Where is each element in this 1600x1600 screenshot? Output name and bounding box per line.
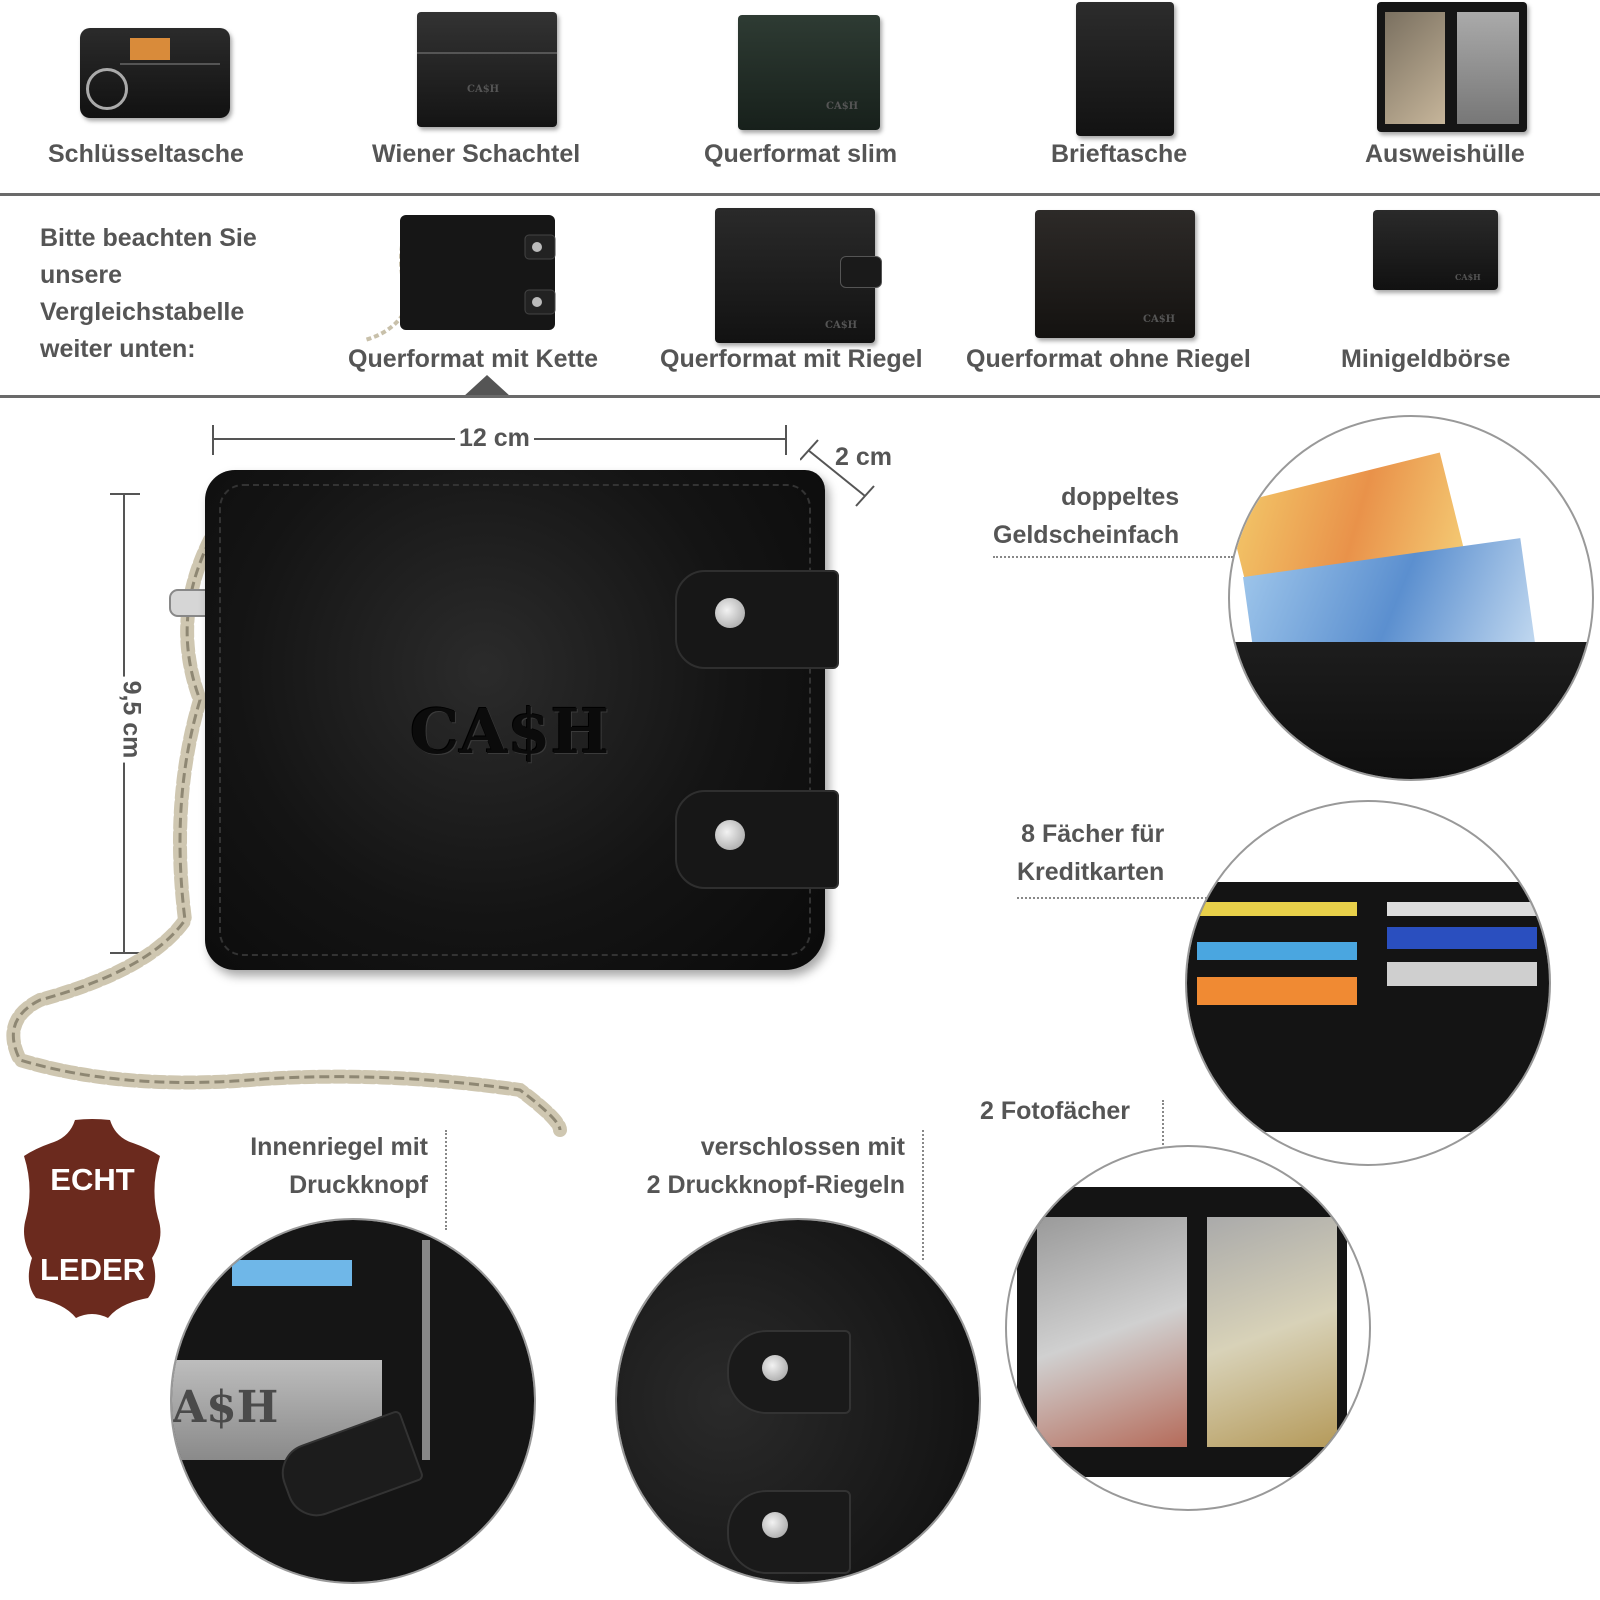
note-closure: verschlossen mit 2 Druckknopf-Riegeln xyxy=(610,1128,905,1204)
note-photo-slots: 2 Fotofächer xyxy=(980,1097,1131,1125)
selected-indicator-triangle xyxy=(463,375,511,397)
leader-cards xyxy=(1017,897,1207,899)
zipper xyxy=(422,1240,430,1460)
detail-inner-strap: A$H xyxy=(170,1218,536,1584)
key-ring-icon xyxy=(86,68,128,110)
hint-line-2: unsere xyxy=(40,261,122,289)
detail-closure xyxy=(615,1218,981,1584)
depth-label: 2 cm xyxy=(835,443,892,471)
divider-top xyxy=(0,193,1600,196)
note-line-1: Innenriegel mit xyxy=(250,1133,428,1161)
label-querformat-slim[interactable]: Querformat slim xyxy=(704,140,898,168)
brand-emboss: CA$H xyxy=(1455,272,1481,282)
key-pouch-icon[interactable] xyxy=(80,28,230,118)
brand-emboss-main: CA$H xyxy=(410,695,610,768)
card-orange xyxy=(1197,977,1357,1005)
brand-emboss: CA$H xyxy=(825,320,858,331)
comparison-hint: Bitte beachten Sie unsere Vergleichstabe… xyxy=(40,220,257,368)
coin-wallet-icon[interactable]: CA$H xyxy=(417,12,557,127)
portrait-photo xyxy=(1385,12,1445,124)
badge-text-echt: ECHT xyxy=(50,1162,135,1197)
brand-emboss: CA$H xyxy=(826,101,859,112)
leather-pocket xyxy=(1230,642,1592,779)
closure-snap-top xyxy=(762,1355,788,1381)
detail-photo-slots xyxy=(1005,1145,1371,1511)
strap-tab xyxy=(840,256,882,288)
depth-dimension-line xyxy=(800,439,875,507)
note-line-2: 2 Druckknopf-Riegeln xyxy=(646,1171,905,1199)
banknote-icon xyxy=(130,38,170,60)
long-wallet-icon[interactable] xyxy=(1076,2,1174,136)
card-white xyxy=(1387,902,1537,916)
note-line-1: verschlossen mit xyxy=(700,1133,905,1161)
inner-brand-emboss: A$H xyxy=(172,1382,279,1433)
hint-line-4: weiter unten: xyxy=(40,335,196,363)
note-inner-strap: Innenriegel mit Druckknopf xyxy=(228,1128,428,1204)
card-silver xyxy=(1387,962,1537,986)
closure-strap-bottom xyxy=(727,1490,851,1574)
height-tick-bottom xyxy=(110,952,140,954)
strap-bottom xyxy=(675,790,839,889)
card-navy xyxy=(1387,927,1537,949)
width-tick-right xyxy=(785,425,787,455)
clear-sleeve xyxy=(1457,12,1519,124)
width-tick-left xyxy=(212,425,214,455)
brand-emboss: CA$H xyxy=(1143,314,1176,325)
note-line-1: 8 Fächer für xyxy=(1021,820,1165,848)
slim-wallet-icon[interactable]: CA$H xyxy=(738,15,880,130)
label-schluesseltasche[interactable]: Schlüsseltasche xyxy=(48,140,244,168)
note-card-slots: 8 Fächer für Kreditkarten xyxy=(1017,815,1164,891)
chain-wallet-svg xyxy=(364,215,556,342)
detail-card-slots xyxy=(1185,800,1551,1166)
closure-snap-bottom xyxy=(762,1512,788,1538)
badge-text-leder: LEDER xyxy=(39,1252,146,1287)
photo-sleeve-left xyxy=(1037,1217,1187,1447)
closure-strap-top xyxy=(727,1330,851,1414)
snap-button-top xyxy=(715,598,745,628)
plain-wallet-icon[interactable]: CA$H xyxy=(1035,210,1195,338)
leader-bill xyxy=(993,556,1233,558)
mini-wallet-icon[interactable]: CA$H xyxy=(1373,210,1498,290)
stitching xyxy=(219,484,811,956)
open-wallet xyxy=(1187,882,1549,1132)
flap-line xyxy=(417,52,557,54)
label-brieftasche[interactable]: Brieftasche xyxy=(1051,140,1188,168)
hint-line-1: Bitte beachten Sie xyxy=(40,224,257,252)
snap-button-bottom xyxy=(715,820,745,850)
label-querformat-mit-kette[interactable]: Querformat mit Kette xyxy=(348,345,599,373)
strap-top xyxy=(675,570,839,669)
note-line-1: doppeltes xyxy=(1061,483,1180,511)
label-ausweishuelle[interactable]: Ausweishülle xyxy=(1365,140,1525,168)
genuine-leather-badge: ECHT LEDER xyxy=(20,1118,165,1318)
width-label: 12 cm xyxy=(455,424,534,453)
photo-sleeve-right xyxy=(1207,1217,1337,1447)
note-double-bill-compartment: doppeltes Geldscheinfach xyxy=(993,478,1179,554)
card-yellow xyxy=(1197,902,1357,916)
divider-bottom xyxy=(0,395,1600,398)
hint-line-3: Vergleichstabelle xyxy=(40,298,245,326)
inner-card xyxy=(232,1260,352,1286)
brand-emboss: CA$H xyxy=(467,84,500,95)
strap-wallet-icon[interactable]: CA$H xyxy=(715,208,882,343)
height-tick-top xyxy=(110,493,140,495)
id-holder-icon[interactable] xyxy=(1377,2,1527,132)
detail-bill-compartment xyxy=(1228,415,1594,781)
chain-wallet-icon[interactable] xyxy=(364,210,565,345)
leader-photo xyxy=(1162,1100,1164,1145)
zipper-line xyxy=(120,63,220,65)
label-wiener-schachtel[interactable]: Wiener Schachtel xyxy=(372,140,581,168)
leather-hide-icon xyxy=(24,1119,161,1318)
label-querformat-ohne-riegel[interactable]: Querformat ohne Riegel xyxy=(966,345,1251,373)
card-blue xyxy=(1197,942,1357,960)
leader-inner-strap xyxy=(445,1130,447,1230)
note-line-2: Druckknopf xyxy=(289,1171,428,1199)
leader-closure xyxy=(922,1130,924,1260)
label-querformat-mit-riegel[interactable]: Querformat mit Riegel xyxy=(660,345,923,373)
note-line-2: Geldscheinfach xyxy=(993,521,1180,549)
label-minigeldboerse[interactable]: Minigeldbörse xyxy=(1341,345,1511,373)
wallet-body: CA$H xyxy=(205,470,839,970)
note-line-2: Kreditkarten xyxy=(1017,858,1165,886)
